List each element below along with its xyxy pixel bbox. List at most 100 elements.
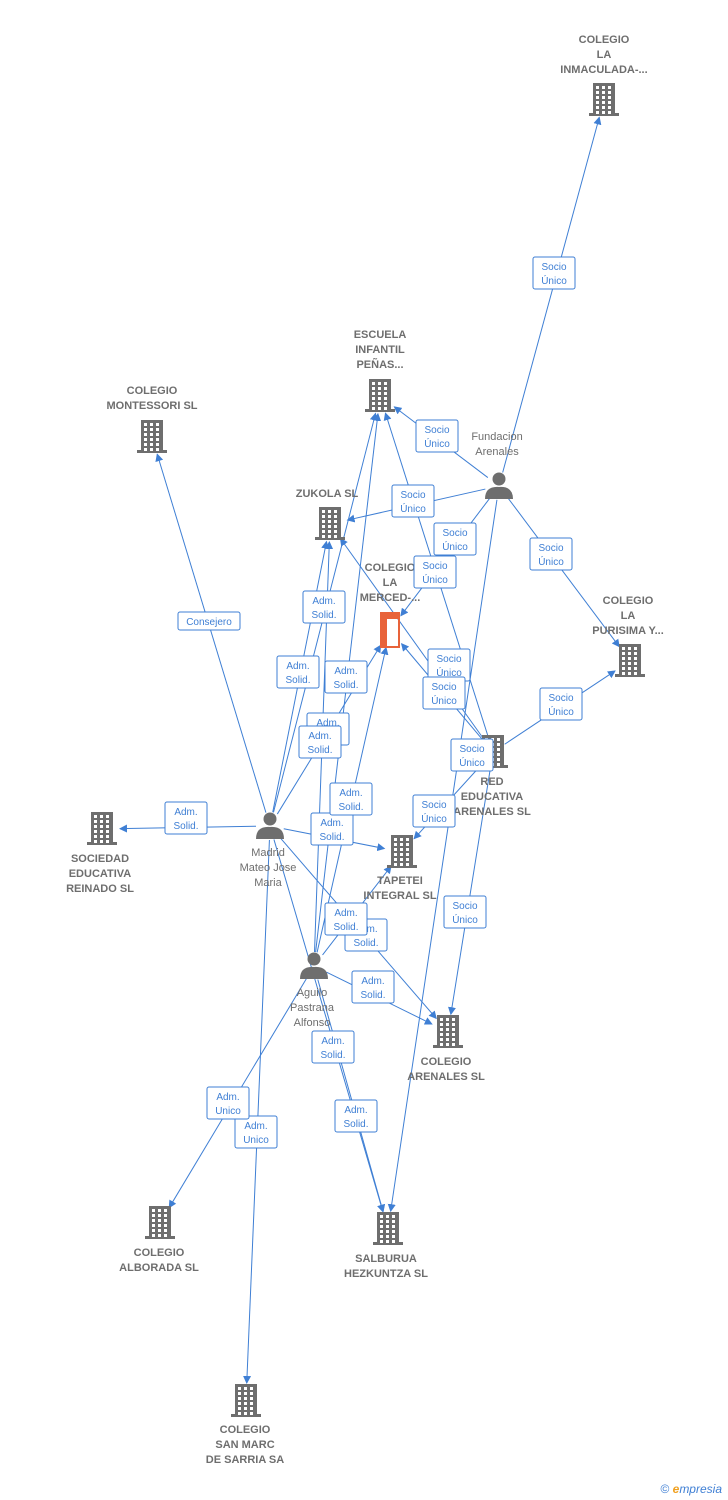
edge-fundacion-to-purisima bbox=[506, 496, 620, 648]
edge-fundacion-to-inmaculada bbox=[502, 116, 602, 473]
node-label-fundacion: Fundacion bbox=[471, 431, 522, 443]
footer-brand[interactable]: © empresia bbox=[660, 1482, 722, 1496]
node-label-montessori: MONTESSORI SL bbox=[106, 400, 197, 412]
node-label-sanmarc: DE SARRIA SA bbox=[206, 1454, 284, 1466]
building-icon bbox=[365, 379, 395, 412]
edge-label-aguilo-to-alborada[interactable]: Adm.Unico bbox=[206, 1086, 250, 1120]
building-icon bbox=[615, 644, 645, 677]
edge-label-box bbox=[329, 782, 373, 816]
node-label-aguilo: Pastrana bbox=[290, 1002, 335, 1014]
edge-label-aguilo-to-merced[interactable]: Adm.Solid. bbox=[329, 782, 373, 816]
edge-label-text: Único bbox=[400, 502, 426, 515]
edge-label-text: Solid. bbox=[338, 802, 363, 813]
edge-label-box bbox=[412, 794, 456, 828]
edge-label-madrid-to-zukola[interactable]: Adm.Solid. bbox=[302, 590, 346, 624]
node-label-arenales: COLEGIO bbox=[421, 1056, 472, 1068]
edge-label-text: Solid. bbox=[360, 990, 385, 1001]
edge-label-text: Socio bbox=[442, 528, 467, 539]
edge-layer bbox=[118, 116, 620, 1385]
edge-label-box bbox=[324, 902, 368, 936]
node-label-madrid: Madrid bbox=[251, 847, 285, 859]
edge-label-text: Solid. bbox=[311, 610, 336, 621]
edge-label-aguilo-to-tapetei[interactable]: Adm.Solid. bbox=[324, 902, 368, 936]
edge-label-box bbox=[415, 419, 459, 453]
edge-fundacion-to-salburua bbox=[387, 499, 498, 1213]
node-label-red: ARENALES SL bbox=[453, 806, 531, 818]
node-label-red: EDUCATIVA bbox=[461, 791, 524, 803]
edge-label-box bbox=[422, 676, 466, 710]
edge-label-text: Adm. bbox=[344, 1105, 367, 1116]
node-label-merced: MERCED-... bbox=[360, 592, 421, 604]
edge-label-text: Único bbox=[421, 812, 447, 825]
edge-label-text: Solid. bbox=[353, 938, 378, 949]
edge-label-text: Socio bbox=[431, 682, 456, 693]
node-label-escuela: ESCUELA bbox=[354, 329, 407, 341]
node-label-sanmarc: COLEGIO bbox=[220, 1424, 271, 1436]
node-sanmarc[interactable]: COLEGIO SAN MARC DE SARRIA SA bbox=[206, 1384, 284, 1466]
edge-label-aguilo-to-arenales[interactable]: Adm.Solid. bbox=[351, 970, 395, 1004]
edge-label-text: Socio bbox=[548, 693, 573, 704]
edge-label-text: Adm. bbox=[320, 818, 343, 829]
edge-label-text: Adm. bbox=[334, 908, 357, 919]
edge-label-madrid-to-escuela[interactable]: Adm.Solid. bbox=[276, 655, 320, 689]
person-icon bbox=[300, 952, 328, 979]
edge-label-text: Único bbox=[538, 555, 564, 568]
edge-label-box bbox=[276, 655, 320, 689]
node-label-merced: LA bbox=[383, 577, 398, 589]
edge-label-text: Socio bbox=[452, 901, 477, 912]
edge-label-madrid-to-reinado[interactable]: Adm.Solid. bbox=[164, 801, 208, 835]
edge-label-box bbox=[443, 895, 487, 929]
edge-label-text: Único bbox=[422, 573, 448, 586]
edge-label-aguilo-to-salburua[interactable]: Adm.Solid. bbox=[334, 1099, 378, 1133]
person-icon bbox=[485, 472, 513, 499]
edge-label-madrid-to-merced[interactable]: Adm.Solid. bbox=[324, 660, 368, 694]
node-merced[interactable]: COLEGIO LA MERCED-... bbox=[360, 562, 421, 648]
edge-label-text: Socio bbox=[538, 543, 563, 554]
edge-label-box bbox=[206, 1086, 250, 1120]
node-label-merced: COLEGIO bbox=[365, 562, 416, 574]
person-icon bbox=[256, 812, 284, 839]
edge-label-madrid-to-tapetei[interactable]: Adm.Solid. bbox=[310, 812, 354, 846]
edge-label-aguilo-to-escuela[interactable]: Adm.Solid. bbox=[298, 725, 342, 759]
node-label-escuela: INFANTIL bbox=[355, 344, 405, 356]
edge-label-madrid-to-sanmarc[interactable]: Adm.Unico bbox=[234, 1115, 278, 1149]
node-inmaculada[interactable]: COLEGIOLAINMACULADA-... bbox=[560, 34, 648, 116]
node-label-inmaculada: LA bbox=[597, 49, 612, 61]
edge-label-text: Socio bbox=[400, 490, 425, 501]
node-label-sanmarc: SAN MARC bbox=[215, 1439, 274, 1451]
edge-label-box bbox=[450, 738, 494, 772]
edge-label-madrid-to-montessori[interactable]: Consejero bbox=[177, 611, 241, 631]
node-zukola[interactable]: ZUKOLA SL bbox=[296, 488, 359, 540]
edge-label-madrid-to-salburua[interactable]: Adm.Solid. bbox=[311, 1030, 355, 1064]
edge-label-text: Solid. bbox=[173, 821, 198, 832]
edge-label-text: Único bbox=[436, 666, 462, 679]
node-escuela[interactable]: ESCUELAINFANTILPEÑAS... bbox=[354, 329, 407, 412]
edge-label-box bbox=[529, 537, 573, 571]
edge-aguilo-to-salburua bbox=[317, 979, 386, 1213]
edge-label-text: Adm. bbox=[321, 1036, 344, 1047]
edge-label-box bbox=[391, 484, 435, 518]
node-label-purisima: PURISIMA Y... bbox=[592, 625, 664, 637]
